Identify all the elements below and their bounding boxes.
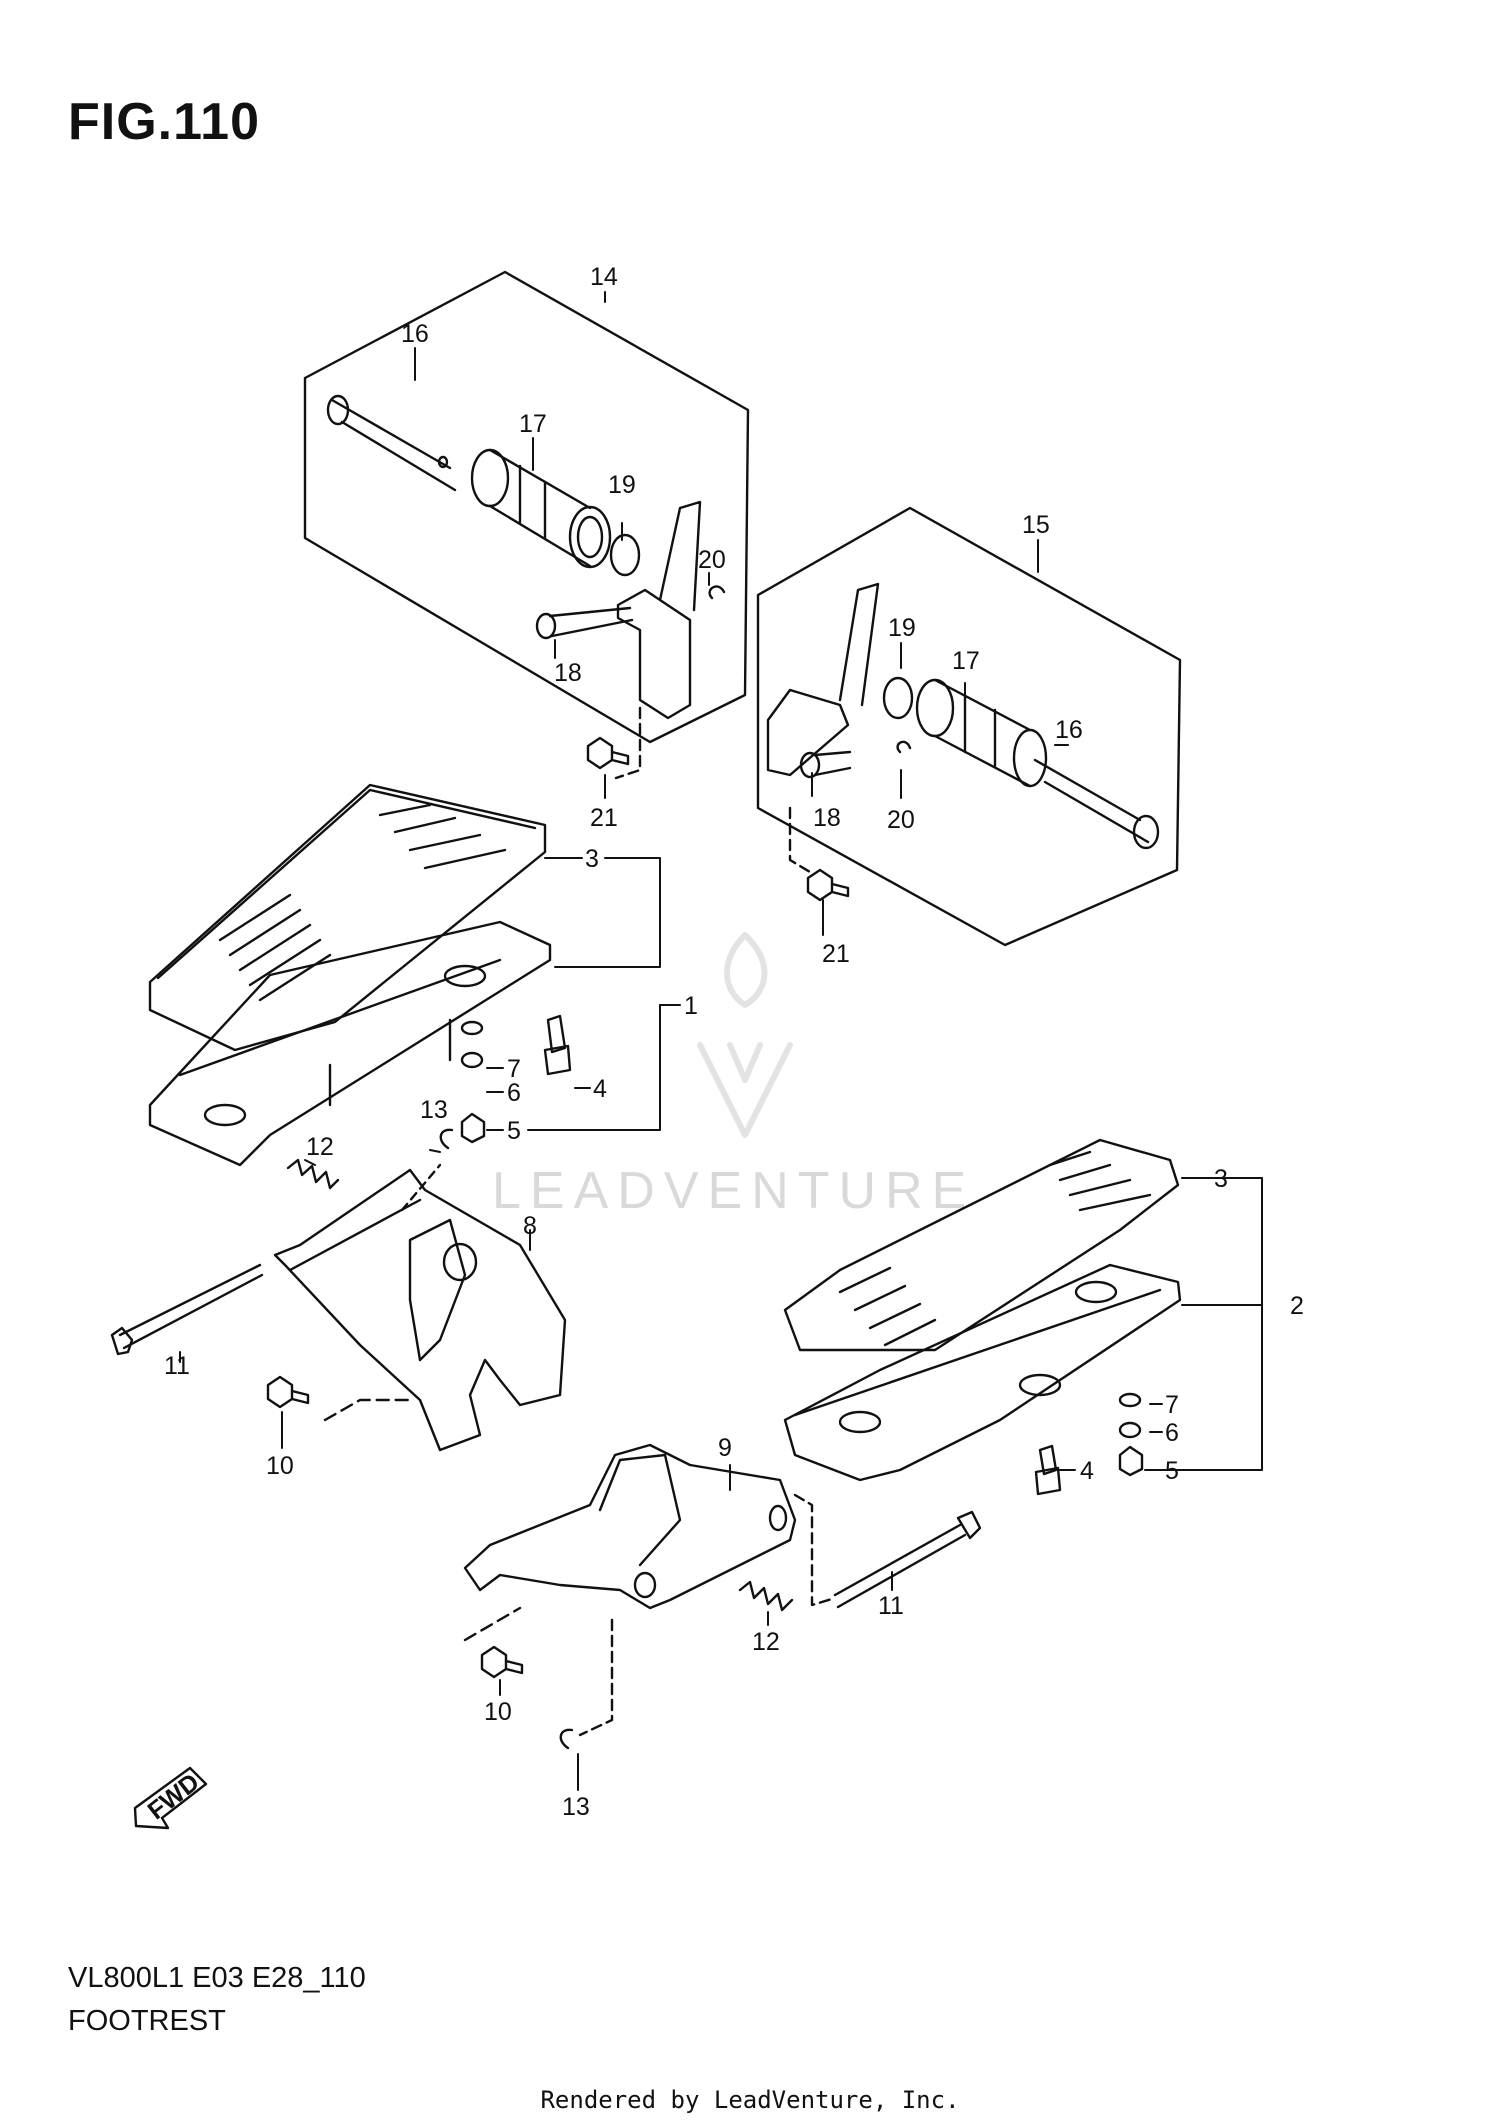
- callout-4-left: 4: [593, 1075, 607, 1103]
- clevis-pin-18-right: [799, 750, 852, 779]
- peg-rubber-17-right: [915, 678, 1048, 788]
- washer-7-right: [1118, 1392, 1142, 1408]
- stud-4-left: [543, 1014, 572, 1076]
- leader-13-right: [578, 1618, 614, 1737]
- callout-11-left: 11: [164, 1352, 190, 1380]
- nut-5-right: [1118, 1445, 1144, 1477]
- bolt-10-right: [480, 1645, 524, 1679]
- callout-7-right: 7: [1165, 1391, 1179, 1419]
- callout-9: 9: [718, 1434, 732, 1462]
- callout-labels: 14 16 17 19 20 18 21 15 19 17 16 18 20 2…: [143, 263, 1304, 1825]
- stud-4-right: [1034, 1444, 1062, 1496]
- nut-5-left: [460, 1112, 486, 1144]
- callout-12-left: 12: [306, 1133, 334, 1161]
- leader-15-21: [788, 806, 812, 874]
- callout-3-right: 3: [1214, 1165, 1228, 1193]
- callout-11-right: 11: [878, 1592, 904, 1620]
- watermark-logo: [697, 932, 793, 1138]
- callout-19-right: 19: [888, 614, 916, 642]
- leader-14-21: [614, 706, 642, 780]
- clevis-pin-18-left: [535, 606, 634, 640]
- washer-6-left: [460, 1051, 484, 1069]
- callout-8: 8: [523, 1212, 537, 1240]
- diagram-code: VL800L1 E03 E28_110: [68, 1962, 366, 1994]
- pin-16-right: [1033, 758, 1160, 850]
- callout-3-left: 3: [585, 845, 599, 873]
- leader-13-left: [400, 1163, 442, 1212]
- callout-19-left: 19: [608, 471, 636, 499]
- pin-16-left: [326, 394, 457, 492]
- peg-bracket-right: [766, 582, 880, 777]
- long-bolt-11-right: [833, 1510, 982, 1609]
- diagram-name: FOOTREST: [68, 2005, 226, 2037]
- bracket-8: [273, 1168, 567, 1452]
- figure-title: FIG.110: [68, 93, 260, 151]
- watermark-text: LEADVENTURE: [492, 1162, 975, 1220]
- clip-20-left: [708, 585, 726, 600]
- bracket-9: [463, 1443, 797, 1610]
- callout-7-left: 7: [507, 1055, 521, 1083]
- callout-20-left: 20: [698, 546, 726, 574]
- washer-7-left: [460, 1020, 484, 1036]
- bolt-10-left: [266, 1375, 310, 1409]
- callout-5-right: 5: [1165, 1457, 1179, 1485]
- callout-15: 15: [1022, 511, 1050, 539]
- callout-16-right: 16: [1055, 716, 1083, 744]
- callout-1: 1: [684, 992, 698, 1020]
- peg-rubber-17-left: [470, 448, 612, 569]
- callout-20-right: 20: [887, 806, 915, 834]
- spring-12-right: [738, 1580, 794, 1612]
- floorboard-rubber-3-right: [783, 1138, 1180, 1352]
- callout-5-left: 5: [507, 1117, 521, 1145]
- bolt-21-right: [806, 868, 850, 902]
- callout-leaders: [179, 291, 1263, 1791]
- assembly-box-15: [756, 506, 1182, 947]
- washer-19-left: [609, 533, 641, 577]
- callout-10-right: 10: [484, 1698, 512, 1726]
- callout-18-right: 18: [813, 804, 841, 832]
- callout-16-left: 16: [401, 320, 429, 348]
- callout-18-left: 18: [554, 659, 582, 687]
- peg-bracket-left: [616, 500, 702, 720]
- bolt-21-left: [586, 736, 630, 770]
- callout-13-left: 13: [420, 1096, 448, 1124]
- callout-14: 14: [590, 263, 618, 291]
- callout-13-right: 13: [562, 1793, 590, 1821]
- callout-6-right: 6: [1165, 1419, 1179, 1447]
- callout-6-left: 6: [507, 1079, 521, 1107]
- long-bolt-11-left: [110, 1263, 264, 1356]
- leader-9-right: [793, 1493, 837, 1607]
- floorboard-rubber-3-left: [148, 783, 547, 1052]
- callout-21-right: 21: [822, 940, 850, 968]
- callout-2: 2: [1290, 1292, 1304, 1320]
- clip-20-right: [896, 740, 912, 754]
- spring-12-left: [286, 1158, 340, 1190]
- washer-19-right: [882, 676, 914, 720]
- callout-17-left: 17: [519, 410, 547, 438]
- leader-10-left: [323, 1398, 412, 1422]
- callout-17-right: 17: [952, 647, 980, 675]
- callout-4-right: 4: [1080, 1457, 1094, 1485]
- floorboard-plate-right: [783, 1263, 1182, 1482]
- callout-12-right: 12: [752, 1628, 780, 1656]
- fwd-arrow: [133, 1766, 208, 1830]
- washer-6-right: [1118, 1421, 1142, 1439]
- callout-10-left: 10: [266, 1452, 294, 1480]
- floorboard-plate-left: [148, 920, 552, 1167]
- assembly-box-14: [303, 270, 750, 744]
- leader-10-right: [463, 1606, 522, 1642]
- callout-21-left: 21: [590, 804, 618, 832]
- clip-13-right: [559, 1728, 574, 1750]
- rendered-by-credit: Rendered by LeadVenture, Inc.: [540, 2086, 960, 2114]
- clip-13-left: [439, 1128, 454, 1150]
